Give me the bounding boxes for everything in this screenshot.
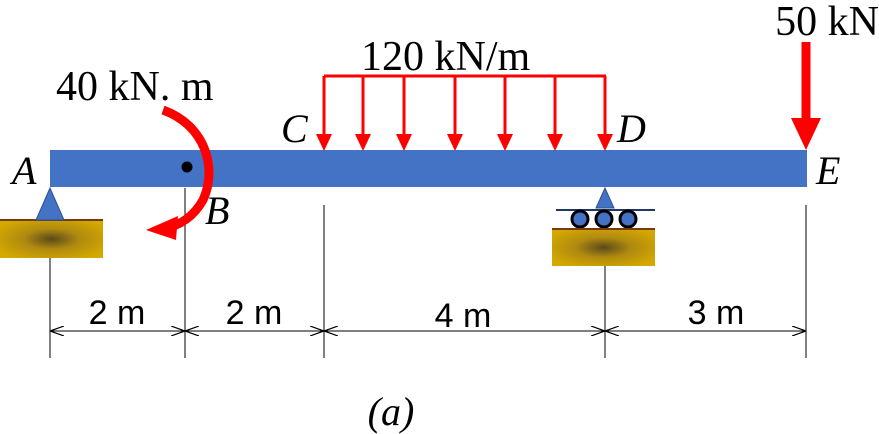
point-load-label: 50 kN — [775, 0, 879, 45]
beam — [50, 150, 807, 187]
dimension-reference-lines — [49, 188, 807, 358]
dim-label-de: 3 m — [688, 294, 745, 332]
dim-label-cd: 4 m — [435, 297, 492, 335]
point-label-a: A — [9, 148, 37, 193]
roller-wheel — [570, 209, 590, 229]
distributed-load — [316, 74, 613, 151]
point-load-arrow — [791, 42, 821, 150]
moment-arrow — [146, 105, 214, 240]
roller-support-d — [552, 186, 655, 266]
dim-label-ab: 2 m — [89, 294, 146, 332]
point-label-d: D — [616, 106, 646, 151]
dim-label-bc: 2 m — [226, 294, 283, 332]
pin-support-triangle — [35, 186, 65, 221]
moment-label: 40 kN. m — [56, 64, 214, 110]
roller-wheel — [594, 209, 614, 229]
figure-caption: (a) — [368, 389, 415, 434]
point-label-e: E — [815, 148, 840, 193]
pin-support-ground — [0, 220, 103, 258]
moment-arc — [161, 105, 214, 234]
distributed-load-arrows — [316, 76, 613, 151]
point-b-dot — [181, 161, 193, 173]
point-load-arrowhead — [791, 118, 821, 150]
distributed-load-label: 120 kN/m — [361, 34, 531, 80]
roller-support-ground — [552, 229, 655, 266]
roller-support-triangle — [595, 186, 615, 209]
point-label-b: B — [205, 188, 229, 233]
pin-support-a — [0, 186, 103, 258]
roller-wheel — [618, 209, 638, 229]
point-label-c: C — [281, 106, 309, 151]
moment-arrowhead — [146, 216, 178, 240]
